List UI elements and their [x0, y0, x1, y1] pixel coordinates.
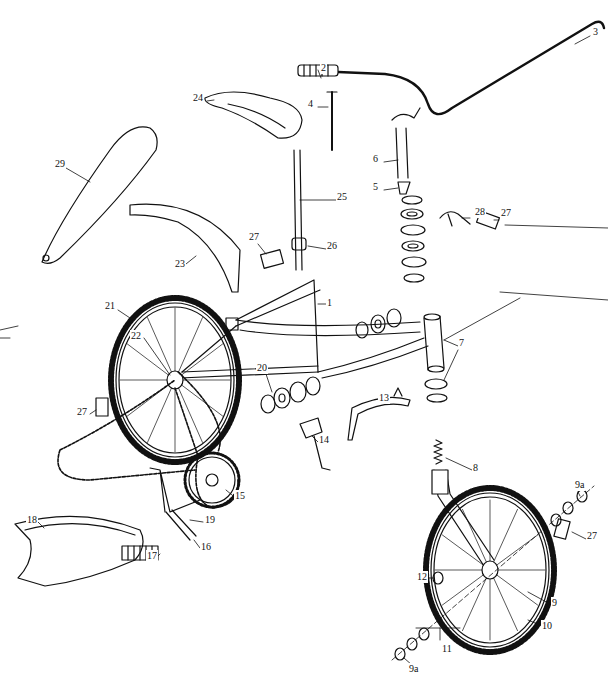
callout-number: 13: [378, 392, 390, 404]
callout-number: 23: [174, 258, 186, 270]
callout-number: 19: [204, 514, 216, 526]
callout-number: 9a: [574, 479, 585, 491]
callout-number: 16: [200, 541, 212, 553]
callout-number: 18: [26, 514, 38, 526]
callout-number: 5: [372, 181, 379, 193]
callout-number: 26: [326, 240, 338, 252]
callout-number: 27: [76, 406, 88, 418]
callout-number: 14: [318, 434, 330, 446]
callout-number: 21: [104, 300, 116, 312]
callout-number: 8: [472, 462, 479, 474]
callout-number: 27: [586, 530, 598, 542]
callout-number: 28: [474, 206, 486, 218]
callout-number: 1: [326, 297, 333, 309]
callout-number: 15: [234, 490, 246, 502]
callout-number: 9a: [408, 663, 419, 675]
callout-number: 10: [541, 620, 553, 632]
callout-number: 9: [551, 597, 558, 609]
callout-number: 29: [54, 158, 66, 170]
callout-number: 22: [130, 330, 142, 342]
callout-number: 12: [416, 571, 428, 583]
callout-number: 2: [320, 62, 327, 74]
callout-number: 25: [336, 191, 348, 203]
callout-number: 11: [441, 643, 453, 655]
callout-number: 27: [248, 231, 260, 243]
callout-number: 7: [458, 337, 465, 349]
callout-number: 17: [146, 550, 158, 562]
callout-number: 3: [592, 26, 599, 38]
callout-number: 4: [307, 98, 314, 110]
callout-number: 20: [256, 362, 268, 374]
callout-number: 24: [192, 92, 204, 104]
callout-number: 27: [500, 207, 512, 219]
callout-number: 6: [372, 153, 379, 165]
